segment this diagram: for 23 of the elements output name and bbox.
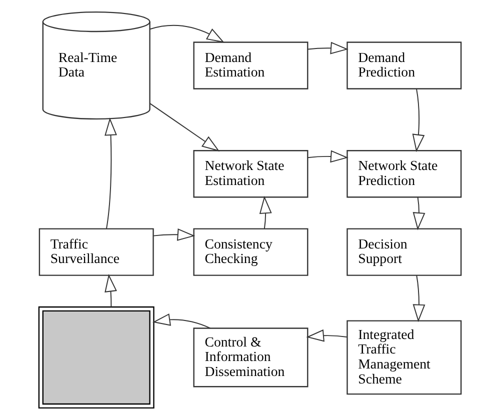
node-box: Traffic Surveillance (38, 228, 154, 276)
arrow (259, 196, 272, 230)
arrow (306, 329, 348, 342)
arrow (307, 42, 348, 54)
arrow (307, 150, 348, 163)
arrow (412, 196, 426, 230)
node-box: Network State Prediction (346, 150, 462, 198)
node-box: Demand Prediction (346, 42, 462, 90)
node-box: Demand Estimation (193, 42, 308, 90)
arrow (150, 24, 224, 43)
arrow (412, 275, 426, 322)
arrow (152, 313, 211, 329)
node-box: Consistency Checking (193, 228, 308, 276)
node-box: Control & Information Dissemination (193, 328, 308, 388)
arrow (412, 88, 425, 152)
node-box: Integrated Traffic Management Scheme (346, 320, 462, 395)
node-box: Network State Estimation (193, 150, 308, 198)
arrow (104, 118, 117, 230)
node-box: Decision Support (346, 228, 462, 276)
arrow (152, 228, 196, 241)
arrow (149, 102, 220, 152)
arrow (104, 274, 117, 308)
node-picture (38, 306, 154, 409)
